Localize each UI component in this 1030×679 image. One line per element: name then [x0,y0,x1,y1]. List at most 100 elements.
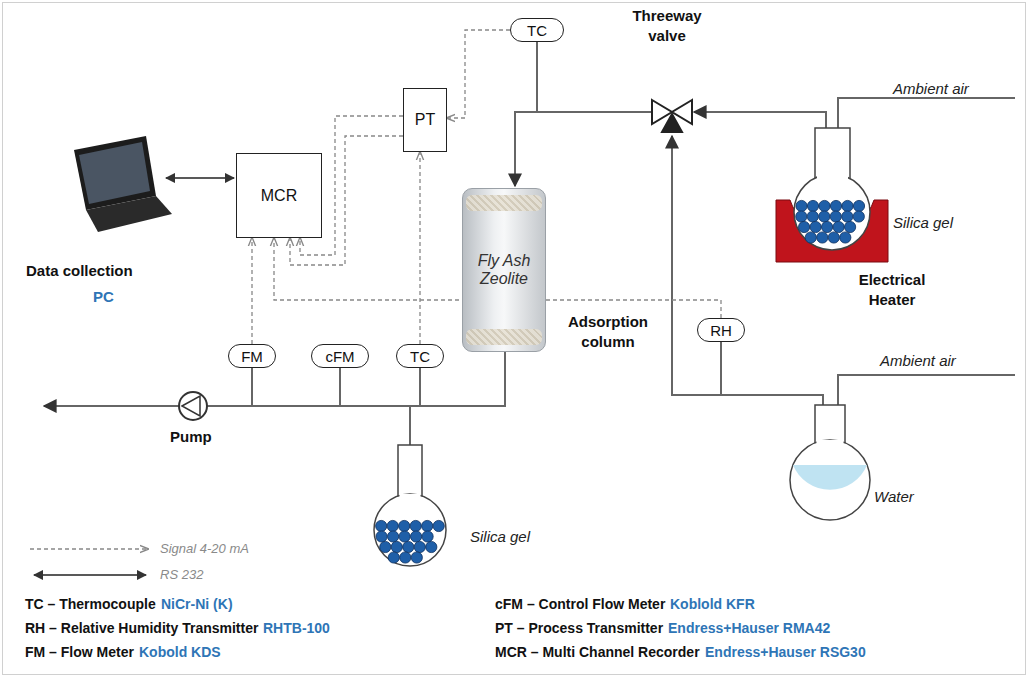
silica-gel-beads [376,520,445,563]
silica-bead [817,232,828,243]
silica-bead [414,541,425,552]
legend-key-text: NiCr-Ni (K) [161,596,233,612]
silica-bead [399,520,410,531]
silica-bead [796,200,807,211]
legend-key-text: Endress+Hauser RMA42 [668,620,830,636]
silica-bead [840,232,851,243]
legend-key-text: TC – Thermocouple [25,596,156,612]
legend-text: RS 232 [160,567,203,582]
legend-key-text: Koblold KFR [670,596,755,612]
silica-bead [830,211,841,222]
pipe-stem [419,368,421,406]
legend-key-text: PT – Process Transmitter [495,620,663,636]
silica-bead [411,531,422,542]
signal-line [447,30,510,118]
legend-text: Signal 4-20 mA [160,541,249,556]
flask [794,128,870,250]
signal-line [251,238,252,344]
instrument-tag: RH [697,318,745,342]
part-label: Threeway valve [612,6,722,47]
silica-bead [805,232,816,243]
silica-bead [433,520,444,531]
pipe [838,375,1015,470]
silica-bead [411,552,422,563]
silica-bead [376,520,387,531]
legend-sample-rs232 [34,574,146,576]
silica-bead [819,211,830,222]
packing-band [466,195,542,211]
silica-bead [422,531,433,542]
part-label: Silica gel [470,528,530,545]
silica-bead [387,520,398,531]
packing-band [466,329,542,345]
pipe-stem [251,368,253,406]
rs232-link [166,177,234,179]
silica-bead [796,211,807,222]
pipe [672,136,823,412]
flask [374,445,446,566]
part-label: Ambient air [893,80,969,97]
silica-bead [833,221,844,232]
silica-bead [422,520,433,531]
node-text: Fly Ash Zeolite [463,252,545,288]
node-text: cFM [325,348,354,365]
legend-key-text: MCR – Multi Channel Recorder [495,644,700,660]
instrument-tag: cFM [311,344,369,368]
pipe-stem [536,42,538,112]
adsorption-column: Fly Ash Zeolite [462,188,546,352]
legend-key-text: RHTB-100 [263,620,330,636]
legend-key-text: FM – Flow Meter [25,644,134,660]
pump-symbol [179,392,207,420]
part-label: Pump [170,428,212,445]
silica-bead [799,221,810,232]
silica-bead [853,200,864,211]
silica-bead [410,520,421,531]
silica-bead [807,200,818,211]
pump-symbol [182,396,200,416]
legend-key-text: Endress+Hauser RSG30 [705,644,866,660]
silica-bead [380,541,391,552]
silica-bead [391,541,402,552]
silica-bead [376,531,387,542]
silica-bead [388,552,399,563]
silica-bead [845,221,856,232]
part-label: Ambient air [880,352,956,369]
instrument-tag: TC [396,344,444,368]
silica-bead [828,232,839,243]
legend-key-text: RH – Relative Humidity Transmitter [25,620,258,636]
silica-bead [807,211,818,222]
threeway-valve [652,100,692,132]
pipe [515,112,652,186]
silica-bead [388,531,399,542]
node-text: TC [410,348,430,365]
silica-bead [822,221,833,232]
pipe-stem [339,368,341,406]
instrument-box: MCR [236,153,322,238]
instrument-tag: FM [228,344,276,368]
part-label: Water [874,488,914,505]
pipe-stem [720,342,722,395]
node-text: TC [527,22,547,39]
laptop-icon [74,136,172,232]
node-text: MCR [261,187,297,205]
silica-bead [853,211,864,222]
part-label: Silica gel [893,214,953,231]
signal-line [419,152,420,344]
legend-sample-signal [30,548,148,549]
legend-key-text: Kobold KDS [139,644,221,660]
silica-bead [842,200,853,211]
part-label: Adsorption column [553,312,663,353]
silica-bead [842,211,853,222]
legend-key-text: cFM – Control Flow Meter [495,596,665,612]
silica-bead [400,552,411,563]
node-text: FM [241,348,263,365]
instrument-box: PT [403,88,447,152]
pipe [694,112,826,140]
node-text: RH [710,322,732,339]
silica-gel-beads [796,200,865,243]
silica-bead [819,200,830,211]
silica-bead [830,200,841,211]
silica-bead [810,221,821,232]
instrument-tag: TC [510,18,564,42]
